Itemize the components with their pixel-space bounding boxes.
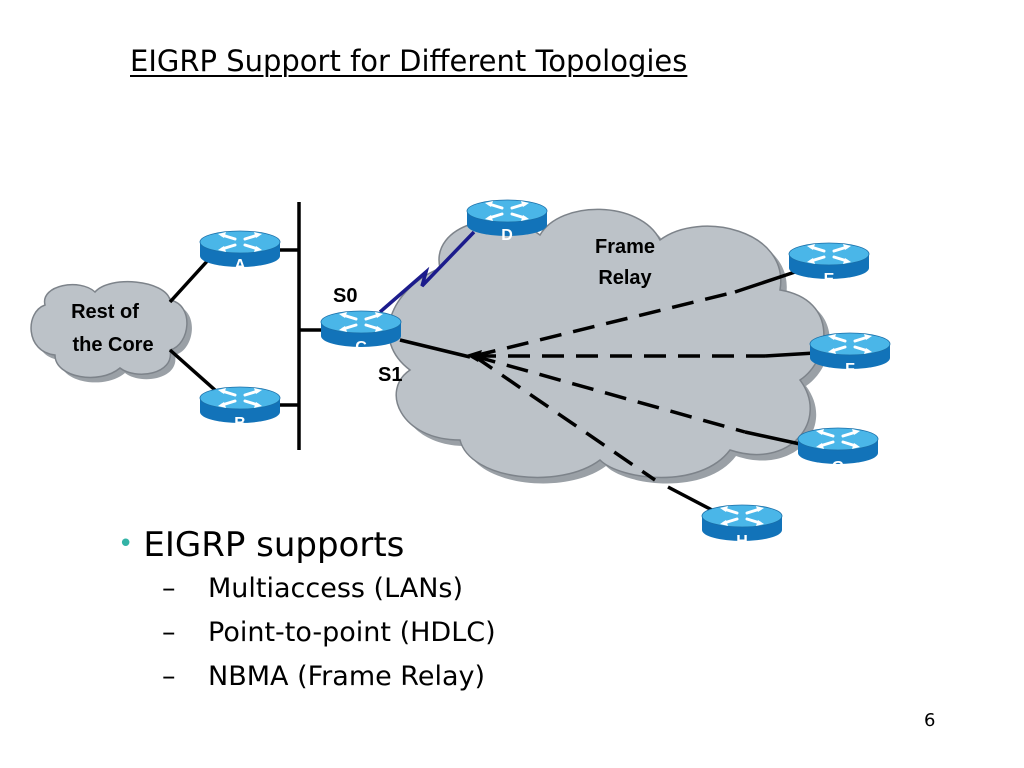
router-d-label: D (501, 227, 513, 244)
frame-relay-label-line2: Relay (598, 267, 652, 289)
router-f-label: F (845, 361, 855, 378)
interface-s0-label: S0 (333, 285, 357, 307)
bullet-dot-icon: • (118, 529, 134, 559)
router-a[interactable]: A (198, 229, 282, 274)
interface-s1-label: S1 (378, 364, 402, 386)
router-a-label: A (234, 257, 246, 274)
serial-link-c-d (378, 230, 476, 314)
pvc-h (473, 354, 656, 482)
bullet-sub-item: – Multiaccess (LANs) (162, 567, 496, 611)
router-g[interactable]: G (796, 426, 880, 476)
router-h[interactable]: H (700, 503, 784, 550)
router-g-label: G (832, 459, 844, 476)
core-cloud (30, 280, 192, 383)
pvc-g (473, 354, 746, 434)
bullet-sub-text: Point-to-point (HDLC) (208, 617, 496, 648)
dash-icon: – (162, 617, 176, 648)
link-core-b (168, 348, 217, 392)
router-b-label: B (234, 415, 246, 432)
dash-icon: – (162, 573, 176, 604)
bullet-sub-item: – Point-to-point (HDLC) (162, 611, 496, 655)
page-number: 6 (924, 710, 936, 731)
router-h-label: H (736, 533, 748, 550)
router-c[interactable]: C (319, 309, 403, 356)
pvc-e (473, 290, 736, 358)
dash-icon: – (162, 661, 176, 692)
router-f[interactable]: F (808, 331, 892, 378)
frame-relay-cloud (388, 208, 830, 484)
core-cloud-label-line2: the Core (72, 334, 153, 356)
bullet-sub-item: – NBMA (Frame Relay) (162, 655, 496, 699)
bullet-sub-text: NBMA (Frame Relay) (208, 661, 486, 692)
router-b[interactable]: B (198, 385, 282, 432)
router-e-label: E (824, 271, 835, 288)
bullet-sub-text: Multiaccess (LANs) (208, 573, 464, 604)
link-core-a (168, 256, 212, 304)
slide-title: EIGRP Support for Different Topologies (130, 44, 688, 78)
link-h-cloud (667, 485, 713, 512)
link-e-cloud (734, 269, 799, 294)
core-cloud-label-line1: Rest of (71, 301, 139, 323)
router-e[interactable]: E (787, 241, 871, 288)
router-d[interactable]: D (465, 198, 549, 244)
link-c-frame-relay (399, 338, 471, 359)
bullet-main: • EIGRP supports (118, 522, 496, 567)
bullet-list: • EIGRP supports – Multiaccess (LANs) – Poi… (118, 522, 496, 699)
router-c-label: C (355, 339, 367, 356)
bullet-main-text: EIGRP supports (143, 525, 405, 565)
link-g-cloud (744, 430, 801, 446)
frame-relay-label-line1: Frame (595, 236, 655, 258)
link-f-cloud (764, 351, 816, 358)
